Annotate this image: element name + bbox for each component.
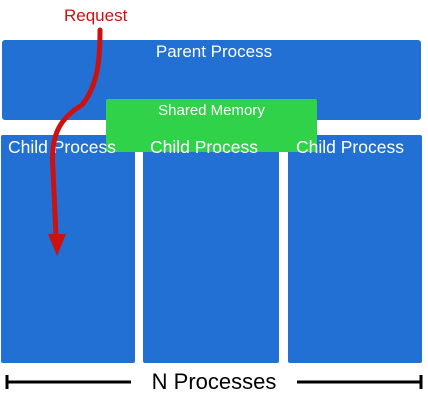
child-process-label-3: Child Process <box>296 137 404 157</box>
n-processes-label: N Processes <box>151 369 277 394</box>
child-process-box-1 <box>1 135 135 363</box>
request-label: Request <box>64 6 128 25</box>
child-process-box-3 <box>288 135 422 363</box>
parent-process-label: Parent Process <box>155 42 273 61</box>
child-process-label-2: Child Process <box>150 137 258 157</box>
shared-memory-box <box>106 99 317 152</box>
child-process-box-2 <box>143 135 279 363</box>
shared-memory-label: Shared Memory <box>158 102 265 119</box>
child-process-label-1: Child Process <box>8 137 116 157</box>
